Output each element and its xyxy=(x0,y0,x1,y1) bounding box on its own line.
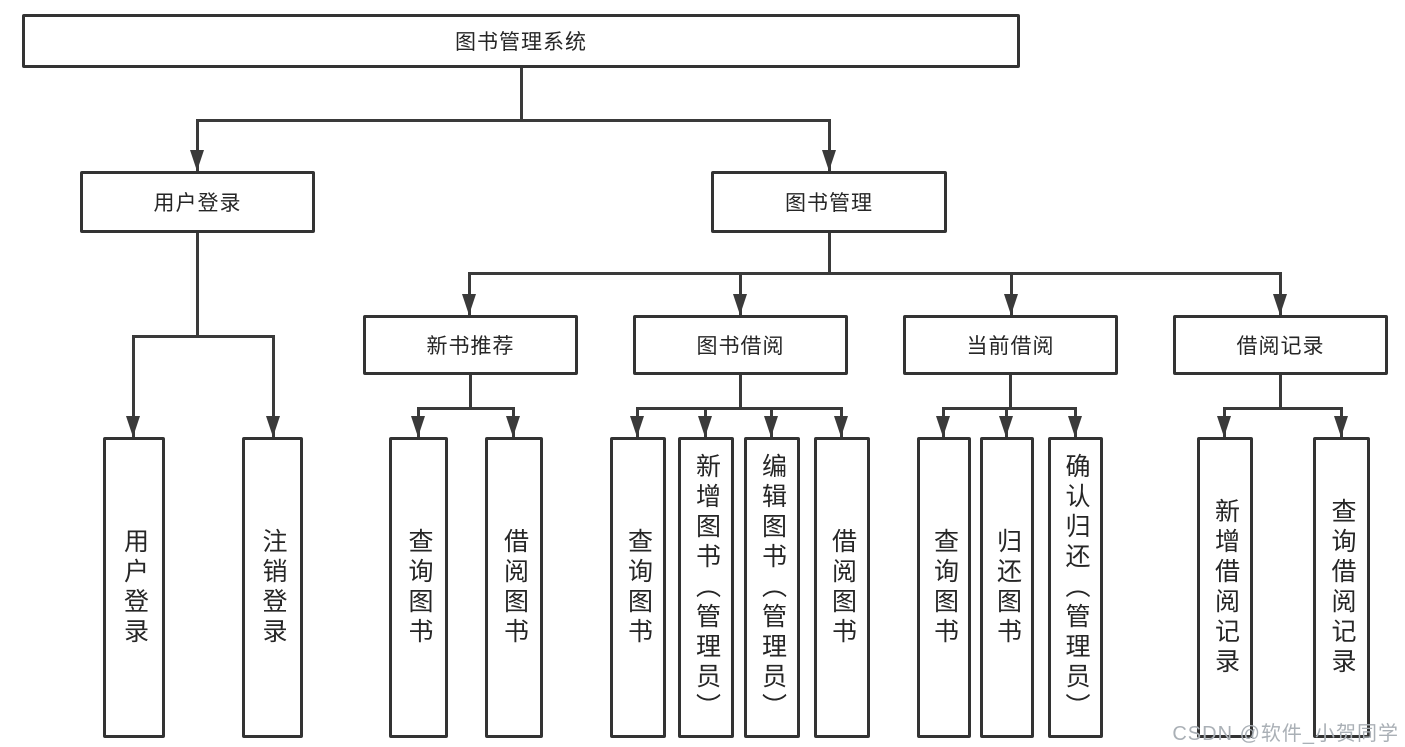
leaf-query-borrow-record: 查询借阅记录 xyxy=(1313,437,1370,738)
connector-line xyxy=(739,375,742,410)
node-label: 归还图书 xyxy=(993,527,1022,648)
connector-line xyxy=(196,233,199,338)
leaf-query-books-recommend: 查询图书 xyxy=(389,437,448,738)
arrow-down-icon xyxy=(411,416,425,437)
connector-line xyxy=(520,68,523,122)
connector-line xyxy=(636,407,842,410)
arrow-down-icon xyxy=(190,150,204,171)
node-borrow-records: 借阅记录 xyxy=(1173,315,1388,375)
node-label: 用户登录 xyxy=(153,192,242,215)
arrow-down-icon xyxy=(126,416,140,437)
connector-line xyxy=(132,335,275,338)
leaf-borrow-books: 借阅图书 xyxy=(814,437,870,738)
arrow-down-icon xyxy=(266,416,280,437)
node-label: 当前借阅 xyxy=(966,335,1055,358)
connector-line xyxy=(942,407,1077,410)
arrow-down-icon xyxy=(630,416,644,437)
node-label: 确认归还（管理员） xyxy=(1062,452,1090,723)
node-label: 注销登录 xyxy=(259,527,287,648)
leaf-confirm-return-admin: 确认归还（管理员） xyxy=(1048,437,1103,738)
node-new-book-recommend: 新书推荐 xyxy=(363,315,578,375)
connector-line xyxy=(468,272,1282,275)
node-label: 用户登录 xyxy=(120,527,149,648)
arrow-down-icon xyxy=(1004,294,1018,315)
arrow-down-icon xyxy=(698,416,712,437)
leaf-return-books: 归还图书 xyxy=(980,437,1034,738)
connector-line xyxy=(272,335,275,437)
arrow-down-icon xyxy=(764,416,778,437)
leaf-query-books-current: 查询图书 xyxy=(917,437,971,738)
node-label: 编辑图书（管理员） xyxy=(758,452,787,723)
connector-line xyxy=(1010,272,1013,315)
connector-line xyxy=(828,233,831,275)
connector-line xyxy=(1009,375,1012,410)
node-current-borrow: 当前借阅 xyxy=(903,315,1118,375)
node-label: 借阅记录 xyxy=(1236,335,1325,358)
leaf-add-borrow-record: 新增借阅记录 xyxy=(1197,437,1253,738)
leaf-borrow-books-recommend: 借阅图书 xyxy=(485,437,543,738)
node-label: 新书推荐 xyxy=(426,335,515,358)
connector-line xyxy=(196,119,199,171)
arrow-down-icon xyxy=(1334,416,1348,437)
connector-line xyxy=(196,119,831,122)
node-label: 图书管理 xyxy=(785,192,873,215)
connector-line xyxy=(828,119,831,171)
connector-line xyxy=(468,272,471,315)
arrow-down-icon xyxy=(834,416,848,437)
connector-line xyxy=(1223,407,1343,410)
arrow-down-icon xyxy=(999,416,1013,437)
arrow-down-icon xyxy=(1273,294,1287,315)
leaf-query-books-borrow: 查询图书 xyxy=(610,437,666,738)
node-library-system: 图书管理系统 xyxy=(22,14,1020,68)
connector-line xyxy=(132,335,135,437)
connector-line xyxy=(1279,272,1282,315)
arrow-down-icon xyxy=(1217,416,1231,437)
leaf-edit-books-admin: 编辑图书（管理员） xyxy=(744,437,800,738)
leaf-add-books-admin: 新增图书（管理员） xyxy=(678,437,734,738)
leaf-user-login: 用户登录 xyxy=(103,437,165,738)
arrow-down-icon xyxy=(462,294,476,315)
node-label: 新增借阅记录 xyxy=(1211,497,1240,678)
connector-line xyxy=(1279,375,1282,410)
node-book-management: 图书管理 xyxy=(711,171,947,233)
connector-line xyxy=(469,375,472,410)
node-book-borrow: 图书借阅 xyxy=(633,315,848,375)
connector-line xyxy=(417,407,515,410)
node-label: 图书借阅 xyxy=(696,335,785,358)
arrow-down-icon xyxy=(733,294,747,315)
leaf-logout: 注销登录 xyxy=(242,437,303,738)
csdn-watermark: CSDN @软件_小贺同学 xyxy=(1172,723,1399,745)
node-label: 查询图书 xyxy=(930,527,959,648)
node-label: 查询图书 xyxy=(405,527,433,648)
node-label: 新增图书（管理员） xyxy=(692,452,721,723)
arrow-down-icon xyxy=(1068,416,1082,437)
node-user-login: 用户登录 xyxy=(80,171,315,233)
node-label: 查询图书 xyxy=(624,527,653,648)
node-label: 借阅图书 xyxy=(500,527,529,648)
node-label: 查询借阅记录 xyxy=(1328,497,1356,678)
arrow-down-icon xyxy=(936,416,950,437)
arrow-down-icon xyxy=(822,150,836,171)
node-label: 借阅图书 xyxy=(828,527,857,648)
connector-line xyxy=(739,272,742,315)
arrow-down-icon xyxy=(506,416,520,437)
node-label: 图书管理系统 xyxy=(455,31,587,54)
